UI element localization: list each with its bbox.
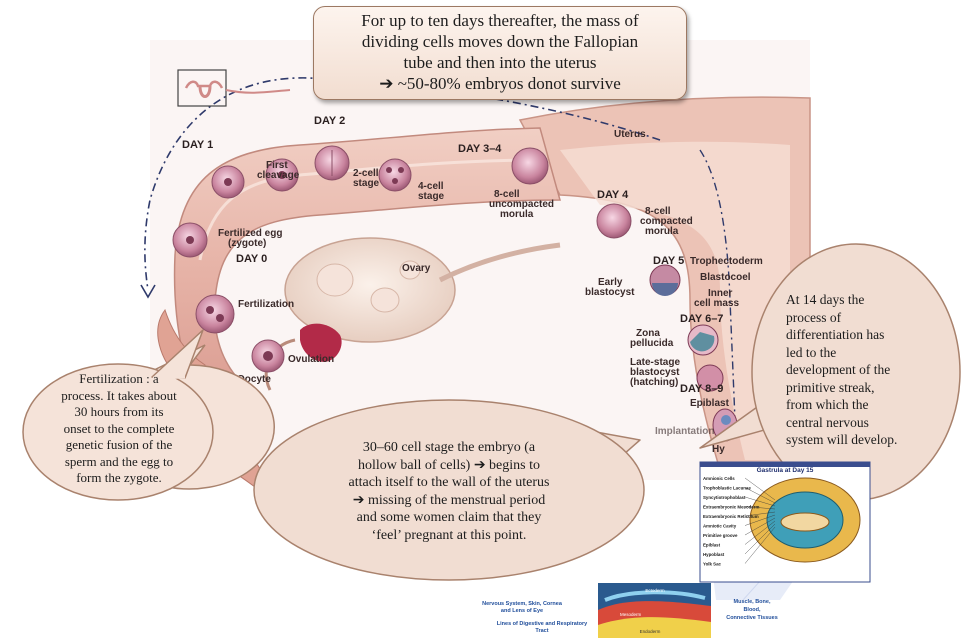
germ-right-3: Connective Tissues [726,615,778,621]
hypoblast-label: Hy [712,444,725,455]
fertilization-line-1: Fertilization : a [34,371,204,388]
two-cell-label-2: stage [353,178,380,189]
gastrula-label: Extraembryonic Reticulum [703,514,759,519]
cell-fertilization [196,295,234,333]
zona-label-2: pellucida [630,338,674,349]
blastocoel-label: Blastocoel [700,272,751,283]
endoderm-label: Endoderm [640,629,661,634]
cell-early-blastocyst [650,265,680,296]
first-cleavage-label-2: cleavage [257,170,300,181]
ovulation-label: Ovulation [288,354,334,365]
germ-left-top-1: Nervous System, Skin, Cornea [482,601,563,607]
mesoderm-label: Mesoderm [620,612,642,617]
germ-left-top-2: and Lens of Eye [501,608,543,614]
attachment-line-3: attach itself to the wall of the uterus [290,474,608,492]
day34-label: DAY 3–4 [458,143,502,155]
cell-2-cell [315,146,349,180]
cell-day1 [212,166,244,198]
ovary-label: Ovary [402,263,431,274]
early-blastocyst-2: blastocyst [585,287,635,298]
fertilization-callout: Fertilization : a process. It takes abou… [34,371,204,487]
cell-8-uncompacted [512,148,548,184]
attachment-line-5: and some women claim that they [290,509,608,527]
germ-left-bottom-1: Lines of Digestive and Respiratory [497,621,588,627]
attachment-line-1: 30–60 cell stage the embryo (a [290,439,608,457]
gastrula-inset: Gastrula at Day 15 Amnionic CellsTrophob… [700,462,870,600]
day2-label: DAY 2 [314,115,345,127]
gastrula-label: Amnionic Cells [703,476,735,481]
day67-label: DAY 6–7 [680,313,723,325]
fertilization-line-7: form the zygote. [34,470,204,487]
germ-right-2: Blood, [743,607,761,613]
gastrula-label: Trophoblastic Lacunae [703,486,751,491]
gastrula-label: Syncytiotrophoblast [703,495,746,500]
gastrula-label: Epiblast [703,543,721,548]
cell-8-compacted [597,204,631,238]
cell-4-cell [379,159,411,191]
top-callout: For up to ten days thereafter, the mass … [313,6,687,100]
germ-right-1: Muscle, Bone, [734,599,771,605]
top-callout-line-3: tube and then into the uterus [314,52,686,73]
fertilization-line-5: genetic fusion of the [34,437,204,454]
uterus-label: Uterus [614,129,646,140]
attachment-line-2: hollow ball of cells) ➔ begins to [290,457,608,475]
fertilization-line-6: sperm and the egg to [34,454,204,471]
eight-compacted-3: morula [645,226,679,237]
gastrula-title: Gastrula at Day 15 [757,467,814,474]
eight-uncompacted-3: morula [500,209,534,220]
top-callout-line-1: For up to ten days thereafter, the mass … [314,10,686,31]
streak-line-2: process of [786,309,956,327]
streak-line-9: system will develop. [786,431,956,449]
top-callout-line-4: ➔ ~50-80% embryos donot survive [314,73,686,94]
gastrula-label: Amniotic Cavity [703,524,737,529]
streak-line-5: development of the [786,361,956,379]
primitive-streak-callout: At 14 days the process of differentiatio… [786,291,956,449]
day89-label: DAY 8–9 [680,383,723,395]
streak-line-3: differentiation has [786,326,956,344]
cell-zygote [173,223,207,257]
late-blastocyst-3: (hatching) [630,377,678,388]
fertilization-line-4: onset to the complete [34,421,204,438]
gastrula-label: Primitive groove [703,533,738,538]
cell-oocyte [252,340,284,372]
inner-cell-mass-2: cell mass [694,298,739,309]
ectoderm-label: Ectoderm [645,588,665,593]
attachment-line-6: ‘feel’ pregnant at this point. [290,527,608,545]
germ-left-bottom-2: Tract [535,628,548,634]
trophectoderm-label: Trophectoderm [690,256,763,267]
streak-line-6: primitive streak, [786,379,956,397]
gastrula-label: Yolk Sac [703,562,722,567]
implantation-label: Implantation [655,426,714,437]
four-cell-label-2: stage [418,191,445,202]
streak-line-7: from which the [786,396,956,414]
cell-zona-pellucida [688,325,718,355]
fertilization-label: Fertilization [238,299,294,310]
epiblast-label: Epiblast [690,398,730,409]
streak-line-4: led to the [786,344,956,362]
streak-line-1: At 14 days the [786,291,956,309]
day5-label: DAY 5 [653,255,684,267]
fertilization-line-3: 30 hours from its [34,404,204,421]
day1-label: DAY 1 [182,139,213,151]
streak-line-8: central nervous [786,414,956,432]
day4-label: DAY 4 [597,189,629,201]
day0-label: DAY 0 [236,253,267,265]
fertilization-line-2: process. It takes about [34,388,204,405]
attachment-callout: 30–60 cell stage the embryo (a hollow ba… [290,439,608,544]
top-callout-line-2: dividing cells moves down the Fallopian [314,31,686,52]
gastrula-label: Hypoblast [703,552,725,557]
attachment-line-4: ➔ missing of the menstrual period [290,492,608,510]
zygote-label-2: (zygote) [228,238,266,249]
